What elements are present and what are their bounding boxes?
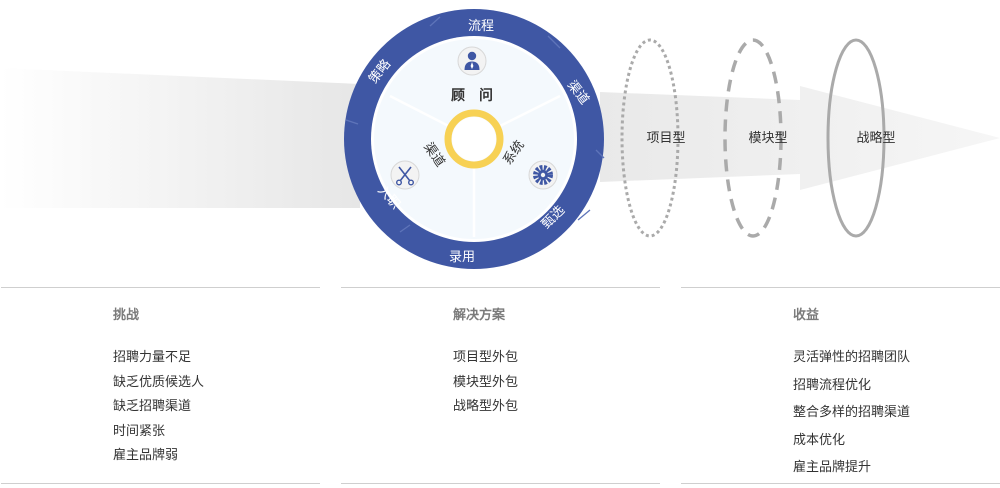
list-item: 战略型外包: [453, 399, 519, 414]
list-item: 招聘流程优化: [793, 377, 872, 393]
arrow-head: [600, 86, 1000, 190]
ring-dividers: [345, 16, 605, 233]
list-item: 缺乏优质候选人: [113, 374, 205, 390]
list-item: 时间紧张: [113, 423, 166, 439]
list-item: 模块型外包: [453, 374, 519, 390]
stage-ellipse-strategy: [826, 38, 886, 238]
wheel: 顾 问 渠道 系统 流程 渠道 甄选 录用 入职 策略: [344, 9, 605, 269]
hub-center: [452, 117, 496, 161]
column-challenges: 挑战 招聘力量不足 缺乏优质候选人 缺乏招聘渠道 时间紧张 雇主品牌弱: [1, 287, 320, 484]
center-title: 顾 问: [451, 87, 493, 104]
challenge-list: 招聘力量不足 缺乏优质候选人 缺乏招聘渠道 时间紧张 雇主品牌弱: [113, 346, 204, 469]
stage-label-project: 项目型: [646, 131, 685, 146]
ring-label-process: 流程: [468, 19, 494, 34]
column-solutions: 解决方案 项目型外包 模块型外包 战略型外包: [341, 287, 660, 484]
gear-icon: [528, 160, 558, 190]
stage-ellipse-module: [723, 38, 783, 238]
column-title: 解决方案: [453, 308, 506, 323]
list-item: 招聘力量不足: [113, 350, 192, 365]
ring-label-hire: 录用: [449, 250, 475, 265]
stage-ellipse-project: [620, 38, 680, 238]
column-benefits: 收益 灵活弹性的招聘团队 招聘流程优化 整合多样的招聘渠道 成本优化 雇主品牌提…: [681, 287, 1000, 484]
list-item: 项目型外包: [453, 350, 519, 365]
list-item: 雇主品牌提升: [793, 460, 872, 475]
hub-ring: [444, 109, 504, 169]
list-item: 整合多样的招聘渠道: [793, 405, 911, 420]
benefit-list: 灵活弹性的招聘团队 招聘流程优化 整合多样的招聘渠道 成本优化 雇主品牌提升: [793, 346, 910, 484]
arrow-tail: [0, 68, 360, 208]
person-icon: [457, 46, 487, 76]
stage-label-strategy: 战略型: [856, 130, 895, 146]
scissors-icon: [390, 160, 420, 190]
list-item: 灵活弹性的招聘团队: [793, 350, 911, 365]
solution-list: 项目型外包 模块型外包 战略型外包: [453, 346, 518, 420]
column-title: 挑战: [113, 308, 140, 323]
list-item: 成本优化: [793, 432, 846, 448]
recruitment-diagram: 项目型 模块型 战略型: [0, 9, 1000, 269]
stage-label-module: 模块型: [748, 131, 787, 146]
list-item: 雇主品牌弱: [113, 448, 179, 463]
list-item: 缺乏招聘渠道: [113, 399, 192, 414]
column-title: 收益: [793, 308, 820, 323]
